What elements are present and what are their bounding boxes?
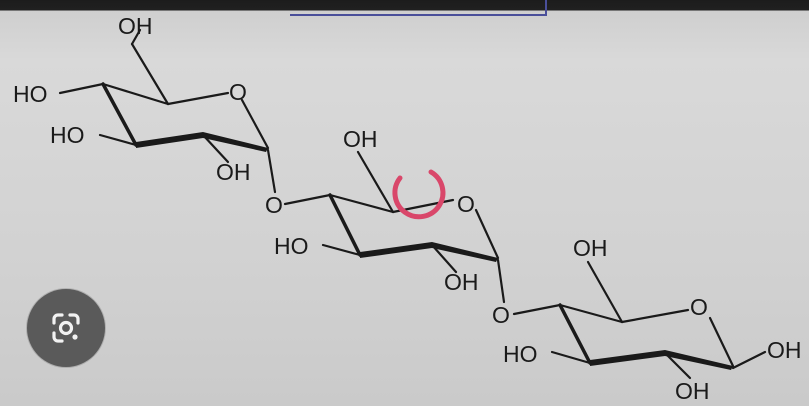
- ring1-bond-ho-left: [58, 82, 105, 95]
- ring1-bond-c6oh: [130, 28, 142, 46]
- link2-oxygen-label: O: [492, 302, 510, 328]
- page-edge-line: [290, 0, 547, 16]
- ring1-bond-c5o: [166, 91, 230, 106]
- ring1-bond-ho-mid: [98, 133, 138, 147]
- ring3-bond-c4c5: [558, 303, 624, 324]
- ring2-bond-c4c5: [328, 193, 395, 214]
- ring1-wedge-front: [136, 132, 268, 152]
- ring3-oh-right-label: OH: [767, 337, 802, 363]
- ring1-ho-left-label: HO: [13, 81, 48, 107]
- ring2-bond-oh-bottom: [430, 243, 458, 274]
- ring1-ring-oxygen-label: O: [229, 79, 247, 105]
- ring3-oh-bottom-label: OH: [675, 378, 710, 404]
- ring3-bond-c4c3: [558, 303, 592, 365]
- ring2-bond-ho: [321, 243, 362, 257]
- ring2-wedge-front: [360, 242, 498, 262]
- ring3-bond-oh-bottom: [663, 351, 692, 380]
- ring1-oh-bottom-label: OH: [216, 159, 251, 185]
- ring3-ring-oxygen-label: O: [690, 294, 708, 320]
- ring3-bond-c6: [586, 260, 624, 324]
- ring2-bond-c4c3: [328, 193, 362, 257]
- ring1-bond-glyco: [266, 148, 277, 194]
- ring3-ho-label: HO: [503, 341, 538, 367]
- ring3-bond-oh-right: [731, 350, 767, 370]
- ring3-wedge-front: [590, 350, 733, 370]
- ring2-bond-oc1: [474, 208, 500, 260]
- ring1-bond-c6: [130, 42, 170, 106]
- ring3-bond-c5o: [620, 308, 690, 324]
- ring2-ho-label: HO: [274, 233, 309, 259]
- ring3-bond-oc1: [708, 316, 735, 368]
- google-lens-icon: [52, 313, 80, 343]
- ring1-oh-top-label: OH: [118, 13, 153, 39]
- ring3-oh-top-label: OH: [573, 235, 608, 261]
- lens-button[interactable]: [27, 289, 105, 367]
- annotation-circle: [392, 169, 446, 220]
- ring1-bond-oh-bottom: [201, 133, 230, 164]
- link2-bond: [512, 303, 562, 316]
- link1-oxygen-label: O: [265, 192, 283, 218]
- ring3-bond-ho: [550, 350, 592, 365]
- ring1-ho-mid-label: HO: [50, 122, 85, 148]
- ring2-ring-oxygen-label: O: [457, 191, 475, 217]
- ring1-bond-c4c5: [101, 82, 170, 106]
- ring2-bond-glyco: [496, 258, 506, 304]
- ring1-bond-c4c3: [101, 82, 138, 147]
- ring2-bond-c6: [356, 150, 395, 214]
- annotation-arc: [392, 169, 446, 220]
- ring2-oh-top-label: OH: [343, 126, 378, 152]
- ring1-bond-oc1: [240, 98, 270, 150]
- link1-bond: [283, 193, 332, 206]
- ring2-oh-bottom-label: OH: [444, 269, 479, 295]
